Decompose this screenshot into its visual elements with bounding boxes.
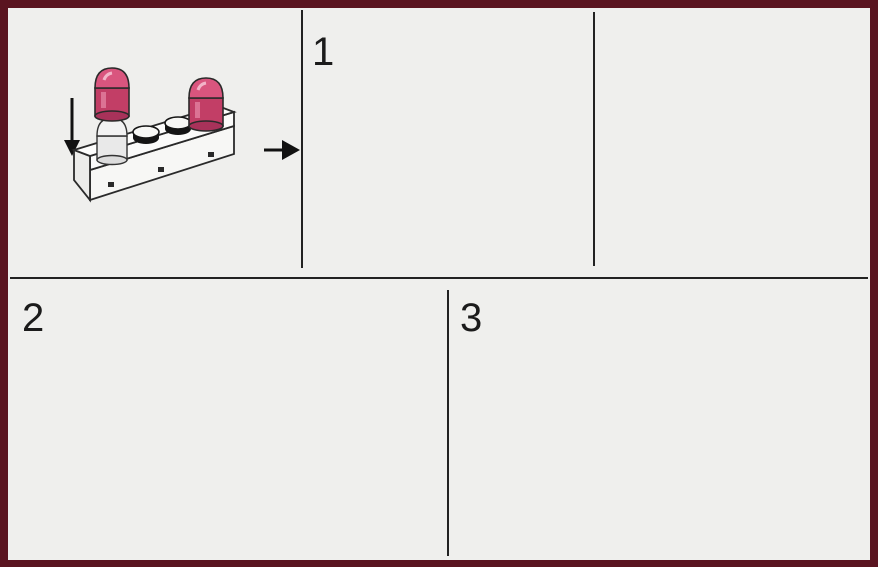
arrow-down-icon xyxy=(64,98,80,156)
clear-light xyxy=(97,118,127,165)
panel-intro xyxy=(64,68,300,200)
instruction-sheet: 1 2 3 xyxy=(8,8,870,560)
pink-light xyxy=(189,78,223,131)
step-number-2: 2 xyxy=(22,298,44,338)
arrow-right-icon xyxy=(264,140,300,160)
panel-dividers xyxy=(10,10,868,556)
instruction-illustration xyxy=(8,8,870,560)
step-number-1: 1 xyxy=(312,32,334,72)
pink-light-falling xyxy=(95,68,129,121)
step-number-3: 3 xyxy=(460,298,482,338)
